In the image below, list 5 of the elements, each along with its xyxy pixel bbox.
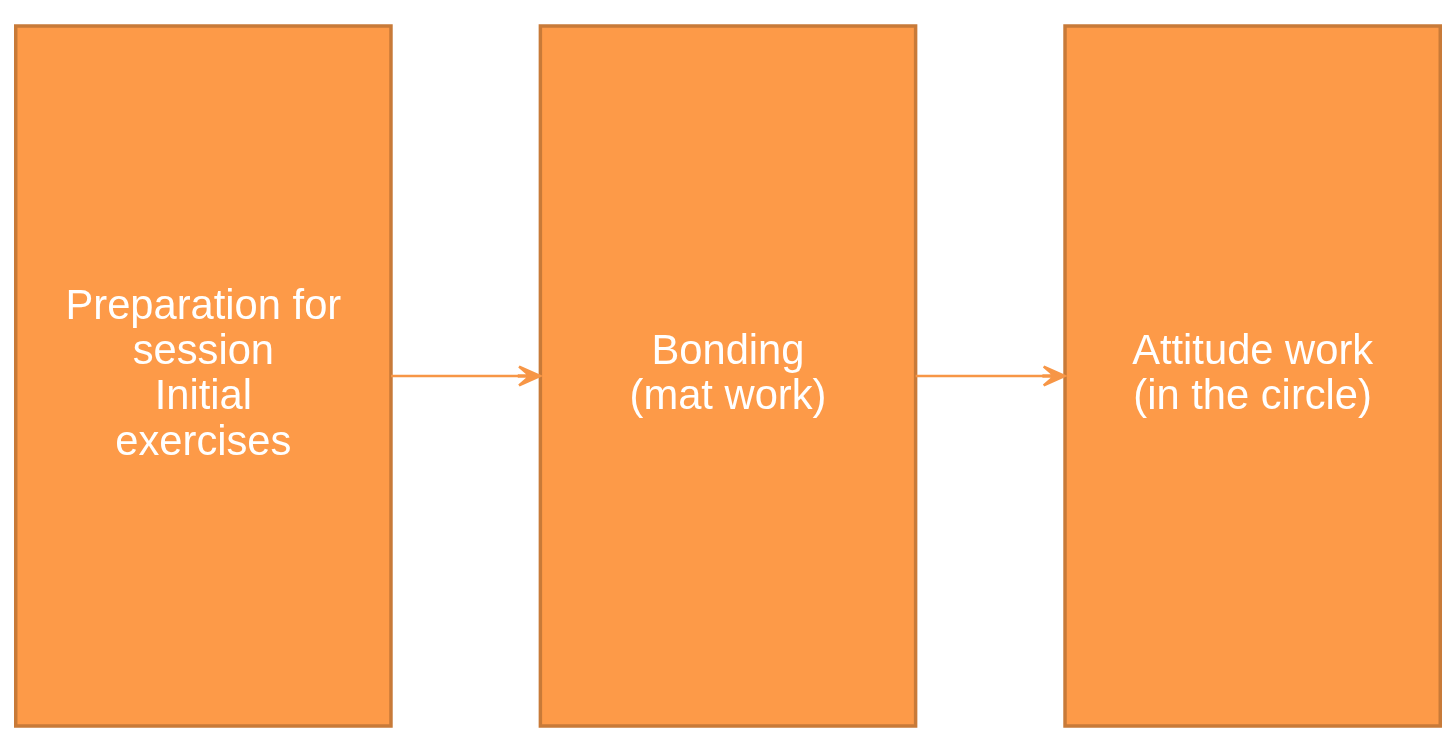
node-box: Attitude work (in the circle) xyxy=(1063,24,1442,728)
node-box: Preparation for session Initial exercises xyxy=(14,24,393,728)
arrow xyxy=(391,365,542,387)
node-box: Bonding (mat work) xyxy=(538,24,918,728)
arrow xyxy=(915,365,1066,387)
